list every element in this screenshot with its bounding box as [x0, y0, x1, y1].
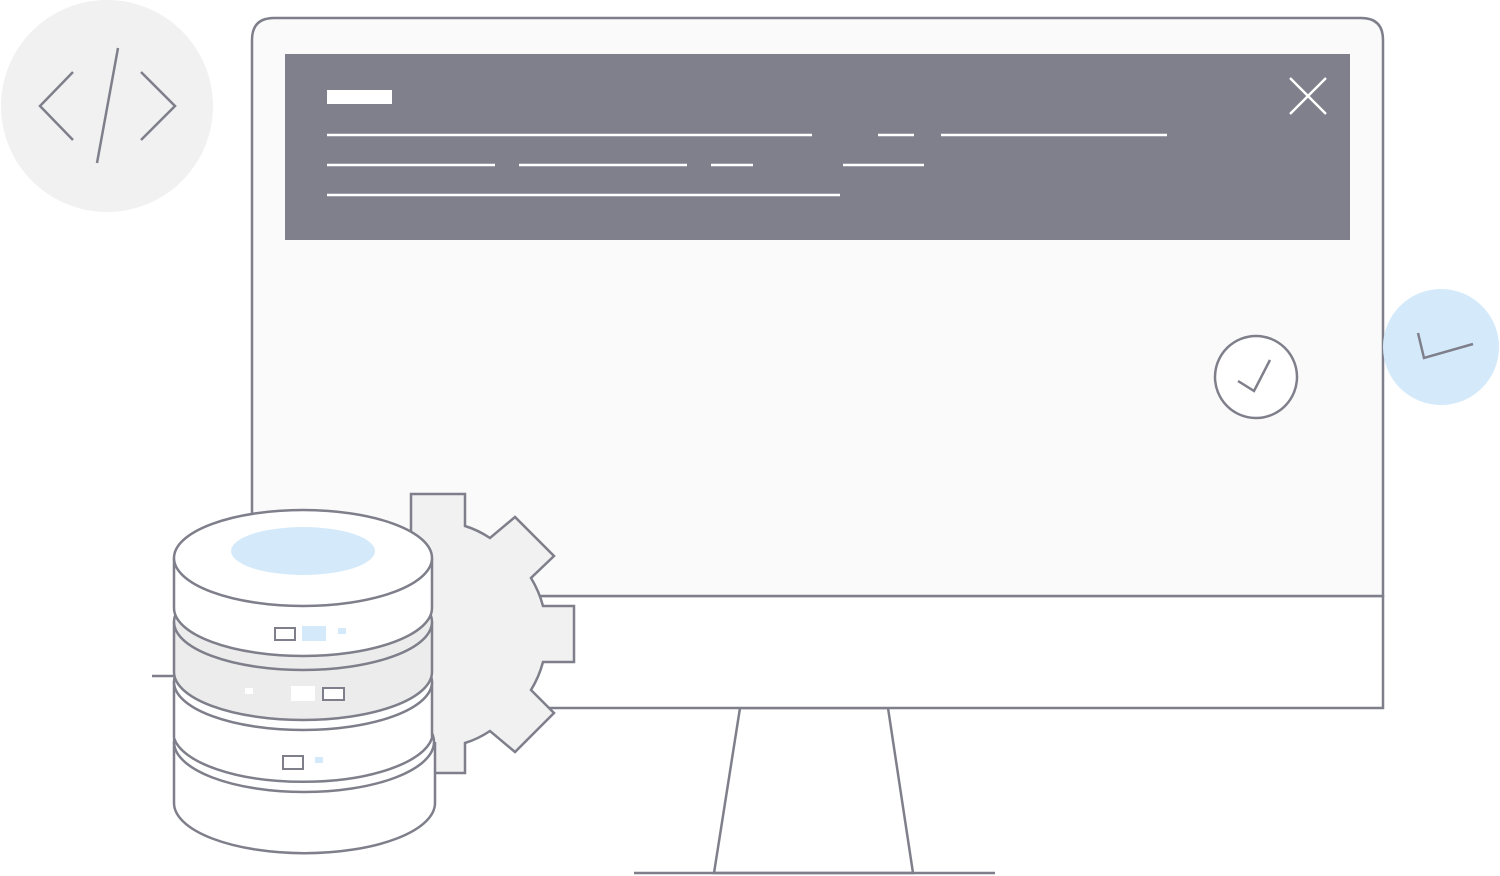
banner-title-block: [327, 90, 392, 104]
banner-text-lines: [327, 133, 1167, 197]
close-icon[interactable]: [1289, 77, 1327, 115]
notification-banner: [285, 54, 1350, 240]
clock-icon: [1383, 289, 1499, 405]
check-icon: [1213, 334, 1299, 420]
gear-icon: [409, 492, 576, 775]
database-icon: [172, 508, 437, 855]
code-brackets-icon: [1, 0, 213, 212]
